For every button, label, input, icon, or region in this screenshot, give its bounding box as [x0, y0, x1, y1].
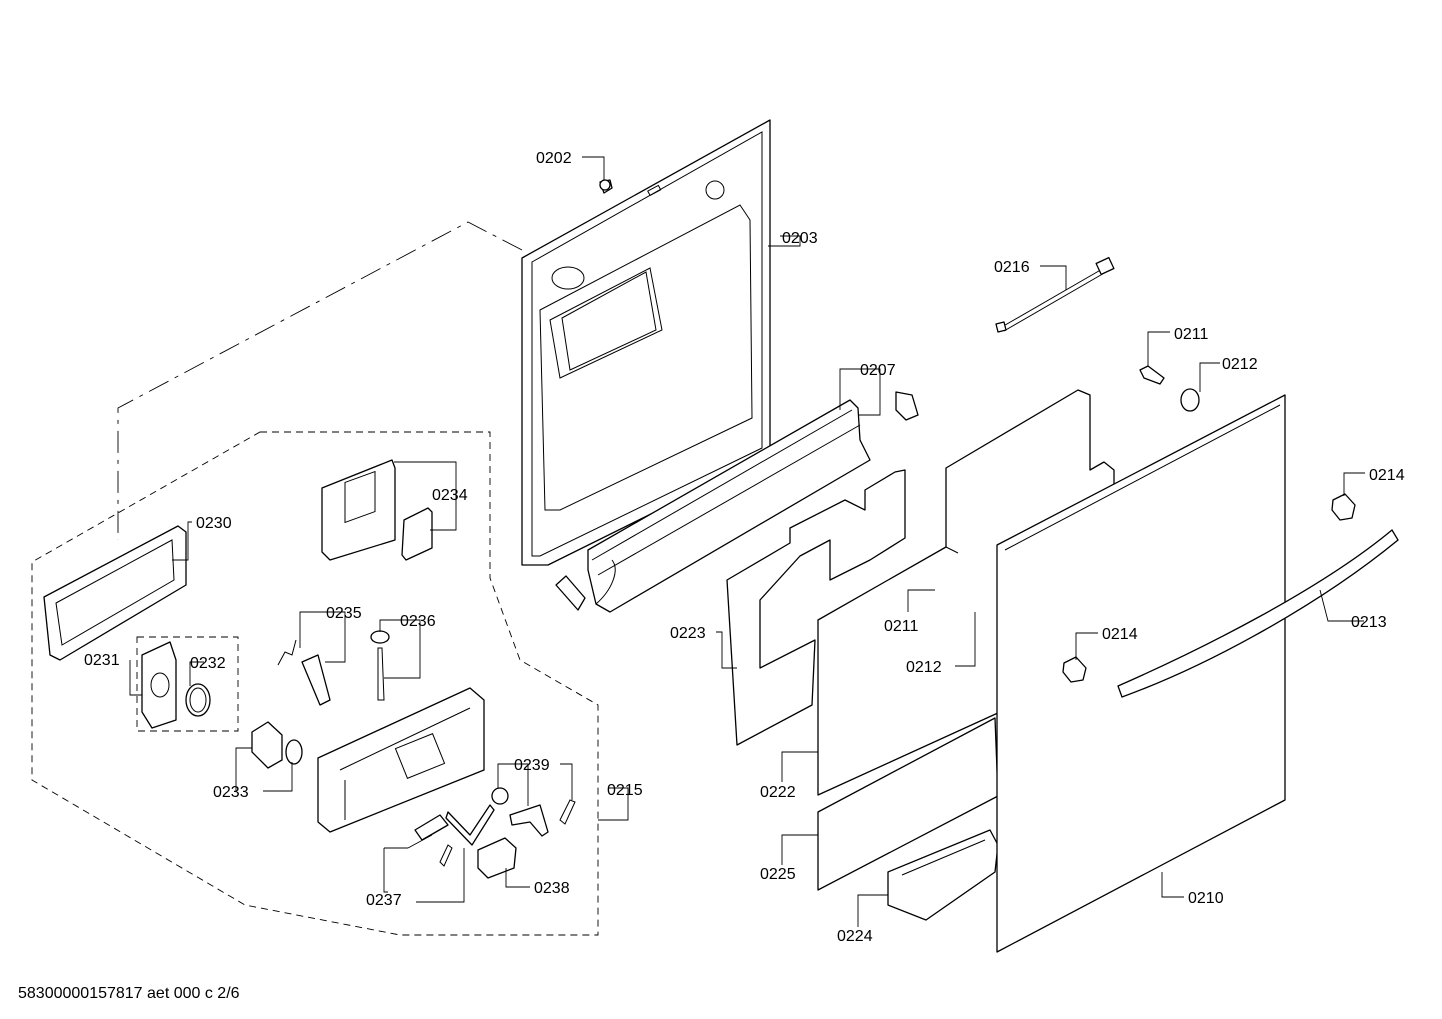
gasket-frame — [43, 525, 187, 661]
label-0210: 0210 — [1188, 890, 1224, 907]
spring-right — [559, 799, 576, 825]
document-code: 58300000157817 aet 000 c 2/6 — [18, 985, 240, 1002]
label-0225: 0225 — [760, 866, 796, 883]
recess-trim — [887, 829, 999, 921]
clip — [555, 575, 586, 611]
label-0239: 0239 — [514, 757, 550, 774]
hinge-bracket — [895, 391, 919, 421]
washer-upper — [1180, 388, 1200, 412]
label-0214-upper: 0214 — [1369, 467, 1405, 484]
label-0230: 0230 — [196, 515, 232, 532]
door-frame — [726, 469, 906, 746]
filter-pad — [401, 507, 433, 561]
spring-wire — [277, 639, 297, 666]
door-handle — [1117, 529, 1399, 698]
cable — [995, 256, 1115, 333]
o-ring — [185, 683, 211, 717]
assembly-outline-0230 — [117, 221, 523, 540]
lever-pin — [509, 804, 549, 837]
latch-lever — [414, 804, 495, 846]
lever — [301, 654, 331, 706]
label-0231: 0231 — [84, 652, 120, 669]
end-cap-upper — [1331, 493, 1356, 521]
assembly-outline-0215 — [31, 431, 599, 936]
label-0202: 0202 — [536, 150, 572, 167]
label-0236: 0236 — [400, 613, 436, 630]
label-0213: 0213 — [1351, 614, 1387, 631]
label-0211-upper: 0211 — [1174, 326, 1209, 343]
label-0212-lower: 0212 — [906, 659, 942, 676]
detergent-dispenser — [317, 687, 485, 833]
label-0214-lower: 0214 — [1102, 626, 1138, 643]
label-0233: 0233 — [213, 784, 249, 801]
label-0211-lower: 0211 — [884, 618, 919, 635]
plug-cap — [370, 630, 390, 701]
screw-upper — [1139, 365, 1165, 385]
label-0234: 0234 — [432, 487, 468, 504]
ball — [491, 787, 509, 805]
decor-door-panel — [996, 394, 1286, 953]
screw — [599, 179, 613, 194]
label-0212-upper: 0212 — [1222, 356, 1258, 373]
label-0222: 0222 — [760, 784, 796, 801]
micro-switch — [477, 837, 517, 879]
cover — [141, 641, 177, 729]
leader-lines — [129, 156, 1365, 927]
label-0223: 0223 — [670, 625, 706, 642]
spring — [439, 844, 453, 867]
label-0207: 0207 — [860, 362, 896, 379]
label-0224: 0224 — [837, 928, 873, 945]
grille-cover — [321, 459, 396, 561]
label-0215: 0215 — [607, 782, 643, 799]
label-0235: 0235 — [326, 605, 362, 622]
label-0216: 0216 — [994, 259, 1030, 276]
label-0238: 0238 — [534, 880, 570, 897]
label-0237: 0237 — [366, 892, 402, 909]
label-0232: 0232 — [190, 655, 226, 672]
connector-sleeve — [251, 721, 303, 769]
label-0203: 0203 — [782, 230, 818, 247]
assembly-outline-0231-0232 — [136, 636, 239, 732]
channel-strip — [587, 399, 871, 613]
